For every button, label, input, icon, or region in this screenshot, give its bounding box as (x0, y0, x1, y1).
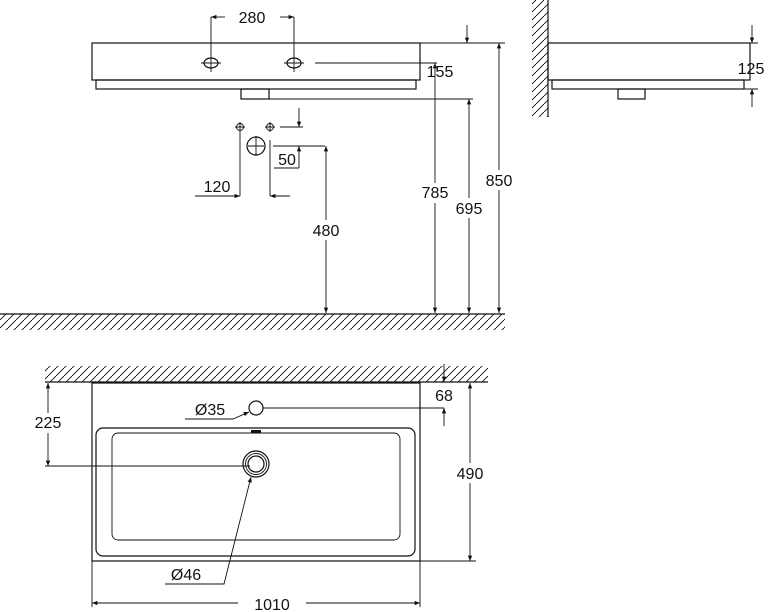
tap-hole-right (284, 53, 304, 72)
drain (242, 450, 270, 478)
basin-base (95, 79, 417, 90)
dim-125: 125 (738, 61, 765, 78)
dim-1010: 1010 (254, 597, 290, 612)
dim-490: 490 (457, 466, 484, 483)
side-view: 125 (532, 0, 764, 117)
dim-850: 850 (486, 173, 513, 190)
waste-point (246, 136, 266, 156)
top-view: Ø35 68 490 225 Ø46 1010 (28, 364, 488, 612)
tap-hole-left (201, 53, 221, 72)
dim-695: 695 (456, 201, 483, 218)
supply-left (235, 122, 245, 132)
basin-body (91, 42, 421, 81)
dim-68: 68 (435, 388, 453, 405)
basin-side-body (547, 42, 751, 81)
basin-outline (91, 382, 421, 562)
supply-right (265, 122, 275, 132)
dim-225: 225 (35, 415, 62, 432)
dim-drain-diameter: Ø46 (171, 567, 201, 584)
bowl-outer (95, 427, 416, 557)
wall-hatch-top (45, 366, 488, 382)
dim-120: 120 (204, 179, 231, 196)
wall-hatch-side (532, 0, 548, 117)
floor-hatch (0, 314, 505, 330)
tap-hole-top (248, 400, 264, 416)
drain-outlet (240, 88, 270, 100)
overflow (251, 430, 261, 433)
dim-50: 50 (278, 152, 296, 169)
dim-280: 280 (239, 10, 266, 27)
dim-480: 480 (313, 223, 340, 240)
bowl-inner (111, 432, 401, 541)
front-view: 280 155 50 120 480 785 695 850 (0, 10, 517, 330)
dim-155: 155 (427, 64, 454, 81)
dim-785: 785 (422, 185, 449, 202)
dim-tap-diameter: Ø35 (195, 402, 225, 419)
